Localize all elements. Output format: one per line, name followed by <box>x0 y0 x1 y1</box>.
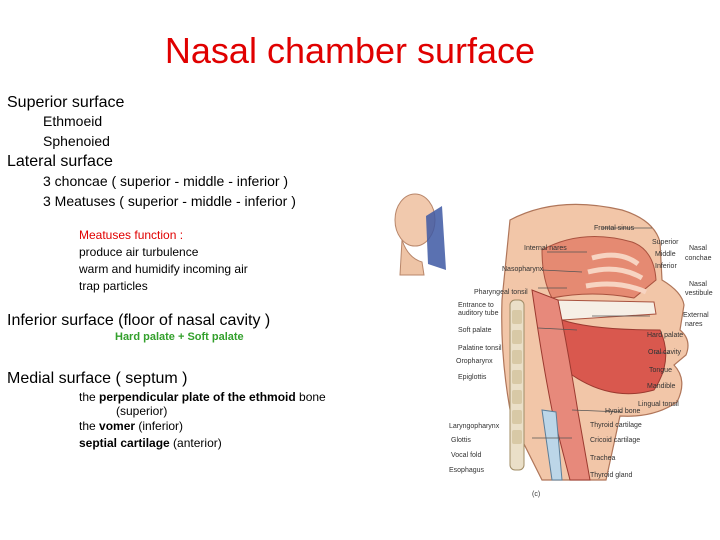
label-lingual-tonsil: Lingual tonsil <box>638 401 679 408</box>
label-thyroid-gland: Thyroid gland <box>590 472 633 479</box>
superior-heading: Superior surface <box>7 94 125 111</box>
figure-caption: (c) <box>532 491 540 498</box>
medial-line-2: (superior) <box>116 404 168 418</box>
label-inferior: Inferior <box>655 263 677 270</box>
superior-item: Ethmoeid <box>43 113 103 129</box>
label-nasopharynx: Nasopharynx <box>502 266 544 273</box>
label-oropharynx: Oropharynx <box>456 358 493 365</box>
label-hard-palate: Hard palate <box>647 332 683 339</box>
head-inset-illustration <box>394 193 446 276</box>
label-pharyngeal-tonsil: Pharyngeal tonsil <box>474 289 528 296</box>
lateral-item: 3 Meatuses ( superior - middle - inferio… <box>43 193 296 209</box>
label-mandible: Mandible <box>647 383 676 390</box>
label-superior: Superior <box>652 239 679 246</box>
label-conchae: conchae <box>685 255 712 262</box>
label-laryngopharynx: Laryngopharynx <box>449 423 500 430</box>
label-hyoid-bone: Hyoid bone <box>605 408 641 415</box>
label-soft-palate: Soft palate <box>458 327 492 334</box>
inferior-heading: Inferior surface (floor of nasal cavity … <box>7 312 271 329</box>
label-middle: Middle <box>655 251 676 258</box>
page-title: Nasal chamber surface <box>164 30 536 71</box>
lateral-heading: Lateral surface <box>7 153 113 170</box>
label-vestibule: vestibule <box>685 290 713 297</box>
leader-lines <box>532 227 670 439</box>
label-entrance-to: Entrance to <box>458 302 494 309</box>
label-palatine-tonsil: Palatine tonsil <box>458 345 502 352</box>
label-esophagus: Esophagus <box>449 467 485 474</box>
label-auditory-tube: auditory tube <box>458 310 499 317</box>
label-vocal-fold: Vocal fold <box>451 452 481 459</box>
superior-item: Sphenoied <box>43 133 110 149</box>
label-external: External <box>683 312 709 319</box>
label-glottis: Glottis <box>451 437 471 444</box>
label-internal-nares: Internal nares <box>524 245 567 252</box>
label-nasal: Nasal <box>689 245 707 252</box>
label-thyroid-cartilage: Thyroid cartilage <box>590 422 642 429</box>
label-tongue: Tongue <box>649 367 672 374</box>
nasal-anatomy-illustration: Frontal sinus Superior Middle Inferior N… <box>394 193 713 498</box>
medial-heading: Medial surface ( septum ) <box>7 370 188 387</box>
inferior-note: Hard palate + Soft palate <box>115 331 244 343</box>
label-nasal: Nasal <box>689 281 707 288</box>
medial-line-3: the vomer (inferior) <box>79 419 184 433</box>
meatuses-line: warm and humidify incoming air <box>79 262 248 276</box>
lateral-item: 3 choncae ( superior - middle - inferior… <box>43 173 289 189</box>
meatuses-line: produce air turbulence <box>79 245 199 259</box>
medial-line-4: septial cartilage (anterior) <box>79 436 222 450</box>
label-trachea: Trachea <box>590 455 616 462</box>
label-epiglottis: Epiglottis <box>458 374 487 381</box>
label-oral-cavity: Oral cavity <box>648 349 682 356</box>
meatuses-line: Meatuses function : <box>79 228 184 242</box>
label-nares: nares <box>685 321 703 328</box>
medial-line-1: the perpendicular plate of the ethmoid b… <box>79 390 326 404</box>
meatuses-line: trap particles <box>79 279 148 293</box>
label-cricoid-cartilage: Cricoid cartilage <box>590 437 640 444</box>
label-frontal-sinus: Frontal sinus <box>594 225 635 232</box>
